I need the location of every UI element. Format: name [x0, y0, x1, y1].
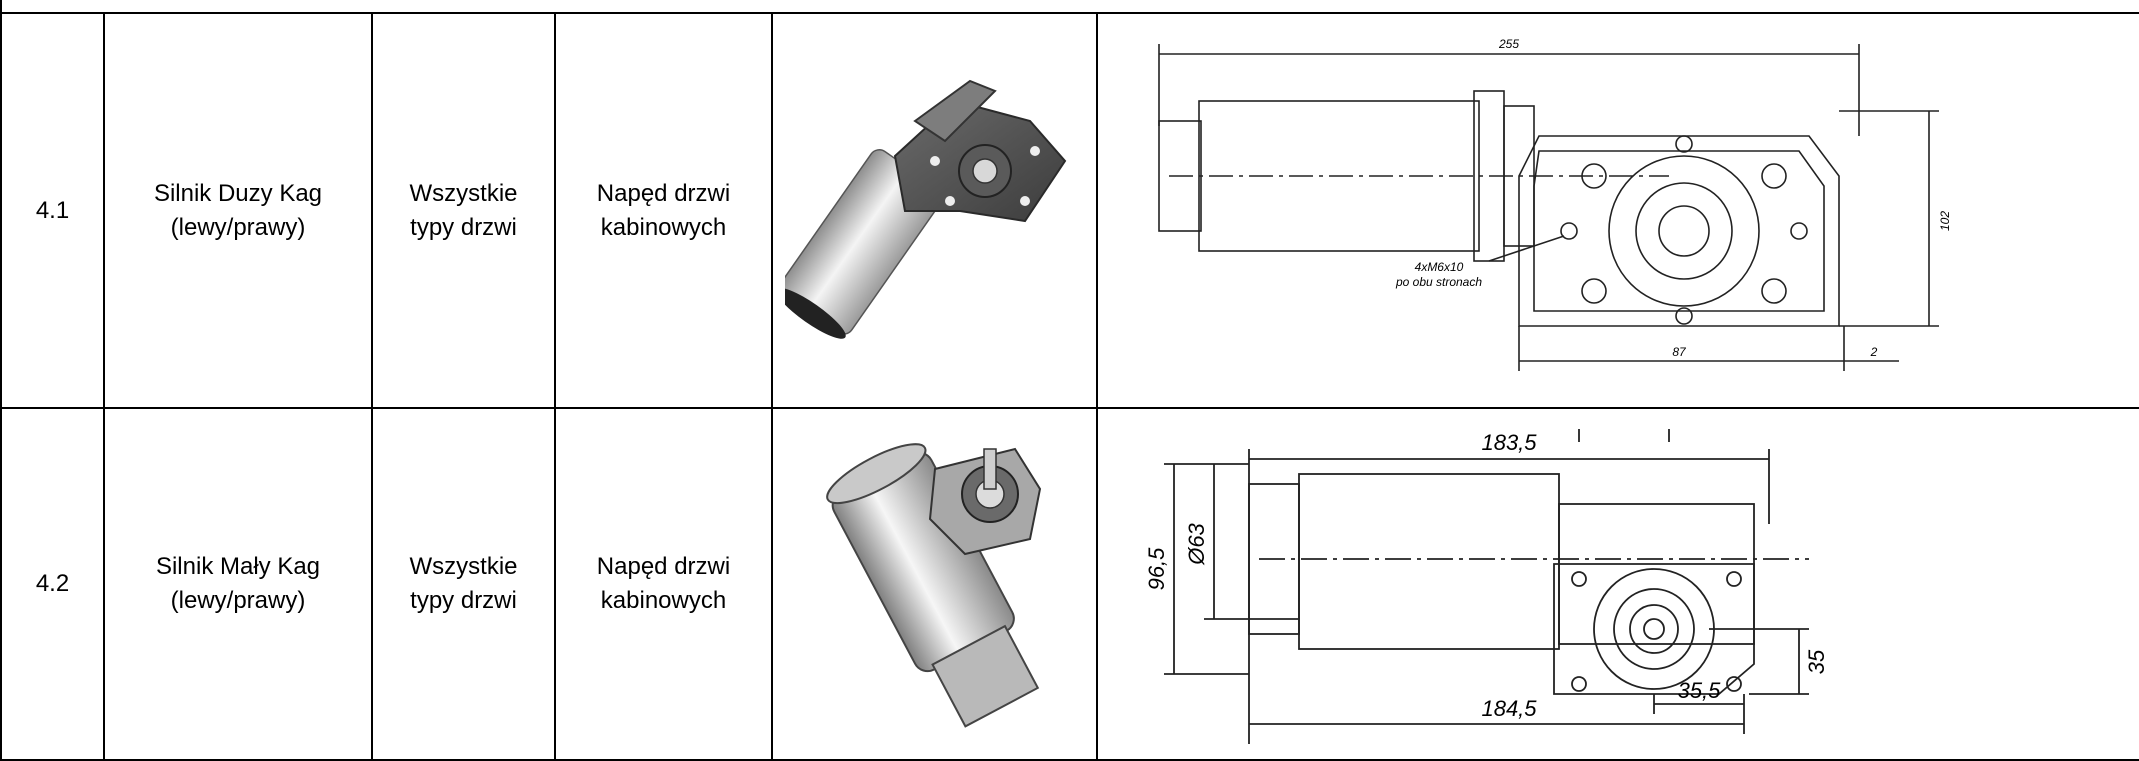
motor-name-cell: Silnik Mały Kag (lewy/prawy)	[103, 407, 373, 761]
dim-bottom-label: 184,5	[1481, 696, 1537, 721]
table-row: 4.1 Silnik Duzy Kag (lewy/prawy) Wszystk…	[0, 12, 2139, 409]
door-type-cell: Wszystkie typy drzwi	[371, 12, 556, 409]
dim-length-label: 255	[1498, 37, 1519, 51]
motor-render-cell	[771, 12, 1098, 409]
motor-render-cell	[771, 407, 1098, 761]
door-type-line2: typy drzwi	[410, 213, 517, 241]
technical-drawing: 255 102 87 2 4xM6x10 po obu stronach	[1158, 37, 1952, 371]
technical-drawing-cell: 183,5 184,5 96,5 Ø63 35 35,5	[1095, 407, 2139, 761]
usage-line1: Napęd drzwi	[596, 179, 731, 207]
row-number-cell: 4.1	[0, 12, 105, 409]
motor-name-line1: Silnik Mały Kag	[155, 553, 321, 580]
dim-offset-label: 2	[1870, 345, 1878, 359]
usage-line2: kabinowych	[600, 587, 727, 614]
usage-cell: Napęd drzwi kabinowych	[554, 12, 773, 409]
door-type-line2: typy drzwi	[410, 587, 517, 614]
dim-top-label: 183,5	[1481, 430, 1537, 455]
door-type-cell: Wszystkie typy drzwi	[371, 407, 556, 761]
row-number-cell: 4.2	[0, 407, 105, 761]
usage-cell: Napęd drzwi kabinowych	[554, 407, 773, 761]
row-number: 4.2	[35, 570, 70, 597]
dim-small-label: 35,5	[1678, 678, 1722, 703]
usage-line2: kabinowych	[600, 213, 727, 241]
technical-drawing-cell: 255 102 87 2 4xM6x10 po obu stronach	[1095, 12, 2139, 409]
motor-name-line2: (lewy/prawy)	[170, 213, 306, 241]
motor-render-image	[825, 443, 1041, 728]
motor-name-line1: Silnik Duzy Kag	[153, 179, 323, 207]
motor-name-line2: (lewy/prawy)	[170, 587, 306, 614]
motor-render-image	[784, 79, 1066, 339]
mount-note-line2: po obu stronach	[1395, 275, 1482, 289]
dim-height-label: 96,5	[1144, 547, 1169, 591]
header-strip-cell	[0, 0, 2139, 14]
door-type-line1: Wszystkie	[409, 553, 518, 580]
dim-width-label: 87	[1672, 345, 1687, 359]
door-type-line1: Wszystkie	[409, 179, 518, 207]
technical-drawing: 183,5 184,5 96,5 Ø63 35 35,5	[1144, 429, 1829, 744]
mount-note-line1: 4xM6x10	[1415, 260, 1464, 274]
dim-right-label: 35	[1804, 649, 1829, 674]
motor-name-cell: Silnik Duzy Kag (lewy/prawy)	[103, 12, 373, 409]
table-row: 4.2 Silnik Mały Kag (lewy/prawy) Wszystk…	[0, 407, 2139, 761]
table-top-strip	[0, 0, 2139, 14]
dim-diameter-label: Ø63	[1184, 522, 1209, 565]
row-number: 4.1	[35, 196, 70, 224]
usage-line1: Napęd drzwi	[596, 553, 731, 580]
dim-height-label: 102	[1938, 210, 1952, 230]
